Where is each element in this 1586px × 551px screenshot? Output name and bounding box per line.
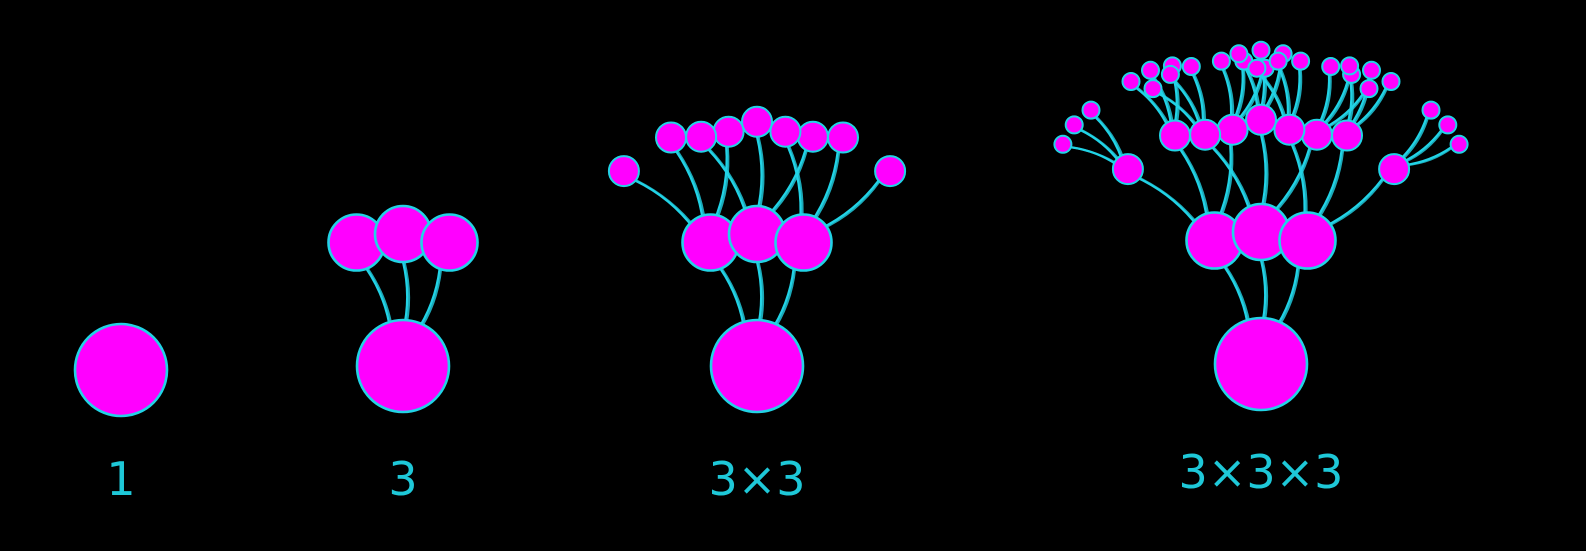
node-1-3 [712,115,745,148]
node-2-3 [1300,118,1333,151]
branch-1-1 [1138,177,1200,229]
tree-3x3-branches [634,135,882,335]
node-2-2 [741,105,773,138]
tree-3: 3 [327,204,479,506]
branch-3-2 [809,150,839,224]
tree-3x3x3-branches [1069,57,1454,333]
branch-1-3-3-outline [1238,74,1264,121]
branch-1-1-3 [1094,116,1123,161]
branch-1-1-2 [1079,129,1121,164]
node-1-1 [1111,153,1144,186]
node-1-2-1 [1121,72,1141,91]
root-node [709,318,805,414]
node-2-1-2 [1160,64,1180,84]
node-1-3 [1216,113,1249,146]
node-2-1 [685,120,718,153]
node-3-1-2 [1268,51,1288,71]
node-1-1-1 [1053,134,1073,154]
branch-3-3-2-outline [1403,129,1444,164]
branch-3-3-3-outline [1405,146,1454,167]
node-3-3-2 [1438,115,1458,135]
node-1-1-3 [1081,100,1101,120]
node-3-2-3 [1381,72,1401,91]
tree-1: 1 [73,322,169,506]
node-3-1-1 [1247,58,1267,78]
branch-2-3-3-outline [1326,93,1366,129]
node-1-1-2 [1064,115,1084,135]
node-3-2-2 [1362,60,1381,80]
branch-3-3-1-outline [1401,116,1430,161]
tree-3x3x3-label: 3×3×3 [1179,445,1344,499]
root-node [355,318,451,414]
branch-3-2 [1313,148,1343,222]
node-3-2 [1331,119,1363,152]
node-3 [420,213,479,272]
node-3 [1278,211,1337,270]
tree-3-label: 3 [388,452,417,506]
node-3-3 [874,155,907,188]
node-2-2 [1245,103,1277,136]
node-3 [774,213,833,272]
node-3-3-3 [1449,134,1469,154]
node-1-3-1 [1211,51,1231,71]
node-3-1 [769,115,802,148]
branch-3-3-1 [1399,116,1428,161]
tree-3x3x3: 3×3×3 [1053,40,1469,499]
branch-1-1 [634,179,696,231]
tree-3x3-label: 3×3 [708,452,805,506]
tree-3x3-nodes [607,105,907,414]
node-2-1-1 [1143,79,1163,99]
tree-3x3: 3×3 [607,105,907,506]
node-1-2 [655,121,687,154]
node-3-2-1 [1340,56,1360,76]
root-node [73,322,169,418]
tree-3-nodes [327,204,479,414]
branch-3-2-3-outline [1355,87,1389,128]
node-2-3-1 [1321,57,1341,76]
tree-1-label: 1 [106,452,135,506]
branch-3-3-outline [1324,177,1386,229]
node-3-3 [1378,153,1411,186]
node-3-1 [1273,113,1306,146]
root-node [1213,316,1309,412]
node-3-2 [827,121,859,154]
node-2-2-2 [1251,40,1271,60]
branch-2-3-2-outline [1323,80,1350,127]
node-2-3 [796,120,829,153]
node-2-1 [1189,118,1222,151]
node-1-2 [1159,119,1191,152]
tree-3x3x3-nodes [1053,40,1469,412]
node-2-3-3 [1359,79,1379,99]
node-3-3-1 [1421,100,1441,120]
node-1-1 [607,155,640,188]
node-1-2-2 [1141,60,1160,80]
tree-1-nodes [73,322,169,418]
node-2-1-3 [1181,57,1201,76]
node-2-2-1 [1229,44,1249,64]
node-3-1-3 [1291,51,1311,71]
branch-3-3-outline [820,179,882,231]
